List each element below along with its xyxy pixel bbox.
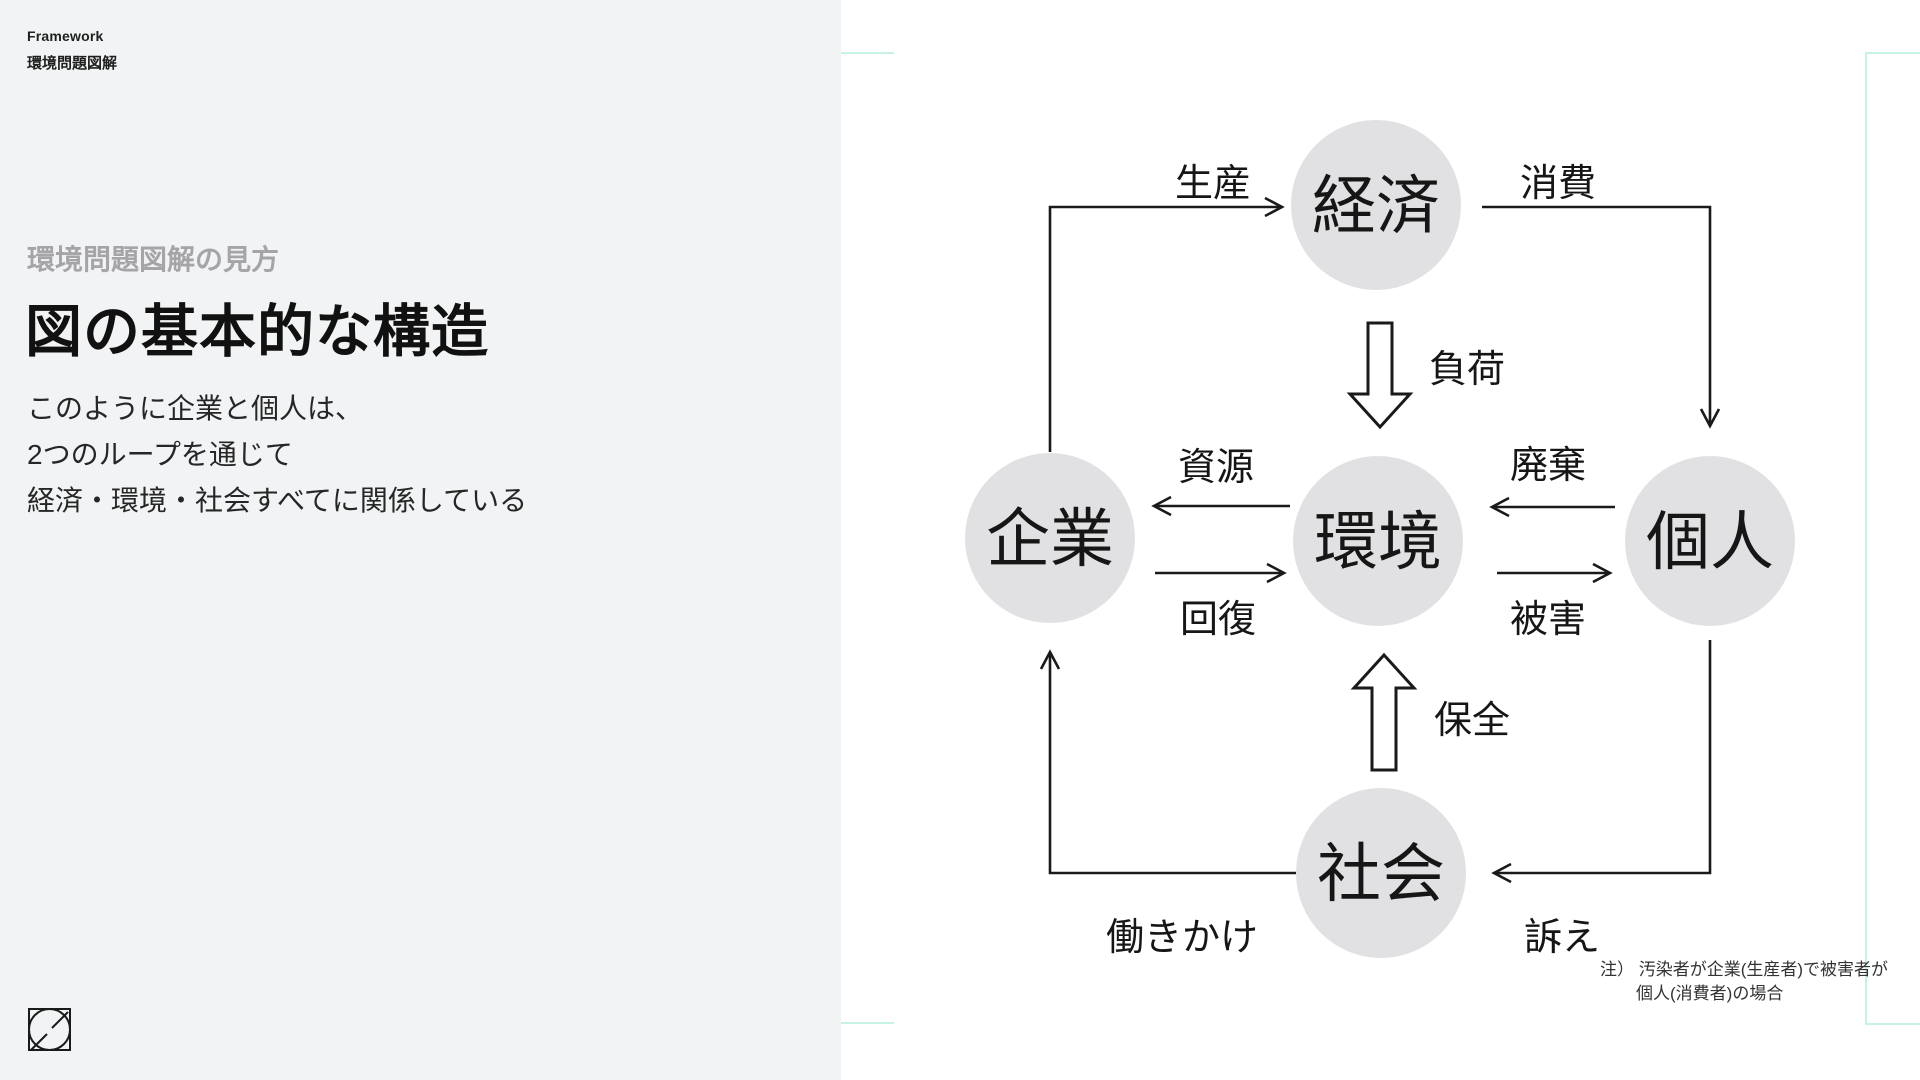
edge-damage-label: 被害	[1510, 599, 1586, 641]
footnote: 注） 汚染者が企業(生産者)で被害者が 個人(消費者)の場合	[1600, 958, 1888, 1006]
node-society-circle	[1296, 788, 1466, 958]
conservation-block-arrow-icon	[1350, 652, 1418, 772]
load-block-arrow-icon	[1346, 321, 1414, 430]
edge-load-label: 負荷	[1429, 349, 1505, 391]
left-panel: Framework 環境問題図解 環境問題図解の見方 図の基本的な構造 このよう…	[0, 0, 841, 1080]
edge-recovery-label: 回復	[1180, 599, 1256, 641]
edge-engagement-label: 働きかけ	[1106, 917, 1258, 959]
node-environment-label: 環境	[1314, 506, 1442, 578]
section-kicker: 環境問題図解の見方	[27, 244, 280, 275]
body-line-1: このように企業と個人は、	[27, 393, 364, 424]
edge-appeal-line	[1491, 640, 1712, 884]
edge-appeal-label: 訴え	[1524, 917, 1600, 959]
node-environment-circle	[1293, 456, 1463, 626]
edge-consumption-label: 消費	[1520, 163, 1596, 205]
node-individual-circle	[1625, 456, 1795, 626]
edge-engagement-line	[1039, 649, 1296, 875]
document-title: 環境問題図解	[27, 55, 118, 72]
edge-resources-label: 資源	[1178, 447, 1254, 489]
body-line-3: 経済・環境・社会すべてに関係している	[27, 485, 528, 516]
edge-disposal-label: 廃棄	[1510, 445, 1586, 487]
frame-guide-right	[1865, 52, 1920, 1025]
node-company-circle	[965, 453, 1135, 623]
edge-consumption-line	[1482, 205, 1721, 429]
footnote-line-2: 個人(消費者)の場合	[1636, 984, 1784, 1003]
edge-conservation-label: 保全	[1434, 700, 1510, 742]
edge-production-line	[1048, 196, 1285, 452]
node-individual-label: 個人	[1646, 506, 1774, 578]
body-line-2: 2つのループを通じて	[27, 439, 293, 470]
node-company-label: 企業	[986, 503, 1114, 575]
node-economy-label: 経済	[1312, 170, 1440, 242]
eyebrow-label: Framework	[27, 28, 104, 44]
page-title: 図の基本的な構造	[25, 300, 489, 364]
edge-production-label: 生産	[1175, 163, 1251, 205]
node-society-label: 社会	[1317, 838, 1445, 910]
footnote-line-1: 注） 汚染者が企業(生産者)で被害者が	[1600, 960, 1889, 979]
node-economy-circle	[1291, 120, 1461, 290]
body-text: このように企業と個人は、 2つのループを通じて 経済・環境・社会すべてに関係して…	[27, 386, 527, 524]
